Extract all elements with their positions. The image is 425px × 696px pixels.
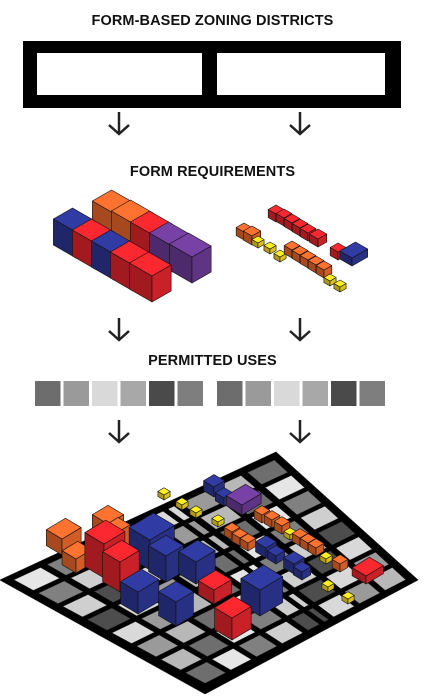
map-parcel — [184, 661, 227, 684]
map-parcel — [208, 549, 250, 574]
map-building — [239, 533, 257, 552]
map-parcel — [111, 621, 155, 644]
use-swatch — [149, 381, 175, 406]
map-building — [157, 487, 171, 501]
form-block-small — [333, 279, 347, 293]
district-box-right — [217, 53, 385, 95]
down-arrow-icon — [108, 112, 311, 444]
map-building — [148, 534, 184, 583]
district-boundary — [161, 506, 326, 627]
map-building — [321, 579, 335, 593]
form-blocks-small — [235, 204, 368, 293]
map-parcel — [187, 634, 230, 657]
form-block-small — [283, 213, 301, 232]
map-building — [189, 505, 203, 519]
form-blocks-large — [53, 189, 212, 303]
map-building — [331, 554, 349, 573]
use-swatch — [177, 381, 203, 406]
district-box-left — [37, 53, 202, 95]
use-swatch — [92, 381, 118, 406]
district-boxes — [23, 41, 401, 108]
map-parcel — [317, 521, 356, 546]
map-building — [307, 538, 325, 557]
use-swatch — [359, 381, 385, 406]
zoning-map — [0, 451, 419, 695]
permitted-use-swatches — [35, 381, 385, 406]
map-building — [214, 595, 252, 641]
map-building — [158, 580, 194, 627]
use-swatch — [217, 381, 243, 406]
map-parcel — [62, 594, 108, 618]
use-swatch — [63, 381, 89, 406]
map-building — [226, 483, 262, 516]
map-building — [120, 568, 160, 615]
map-building — [266, 545, 286, 565]
map-parcel — [238, 634, 278, 658]
map-parcel — [164, 620, 207, 644]
form-block-small — [251, 235, 265, 249]
map-parcel — [13, 567, 61, 591]
map-parcel — [264, 474, 306, 501]
map-building — [319, 551, 333, 565]
map-parcel — [300, 505, 339, 531]
form-block-small — [263, 241, 277, 255]
form-block-small — [315, 260, 333, 279]
map-parcel — [264, 621, 304, 644]
permitted-uses-heading: PERMITTED USES — [148, 353, 277, 369]
form-block-small — [308, 228, 328, 248]
map-building — [351, 556, 384, 585]
map-building — [198, 569, 232, 605]
use-swatch — [331, 381, 357, 406]
map-parcel — [167, 520, 211, 545]
map-parcel — [291, 607, 330, 631]
form-block-small — [339, 241, 368, 267]
use-swatch — [35, 381, 61, 406]
form-block-small — [323, 273, 337, 287]
map-building — [211, 514, 225, 528]
districts-heading: FORM-BASED ZONING DISTRICTS — [91, 13, 334, 29]
form-block-large — [129, 251, 172, 303]
map-building — [341, 591, 355, 605]
use-swatch — [245, 381, 271, 406]
form-block-large — [169, 232, 212, 284]
form-requirements-heading: FORM REQUIREMENTS — [129, 164, 296, 180]
map-parcel — [135, 634, 179, 658]
use-swatch — [120, 381, 146, 406]
map-parcel — [335, 536, 373, 561]
map-building — [175, 497, 189, 511]
map-parcel — [86, 607, 132, 631]
use-swatch — [274, 381, 300, 406]
map-parcel — [37, 580, 84, 605]
map-building — [273, 516, 291, 535]
map-parcel — [282, 490, 323, 516]
map-building — [292, 561, 312, 581]
use-swatch — [302, 381, 328, 406]
map-parcel — [247, 459, 289, 485]
map-parcel — [160, 648, 203, 671]
map-parcel — [211, 648, 252, 671]
